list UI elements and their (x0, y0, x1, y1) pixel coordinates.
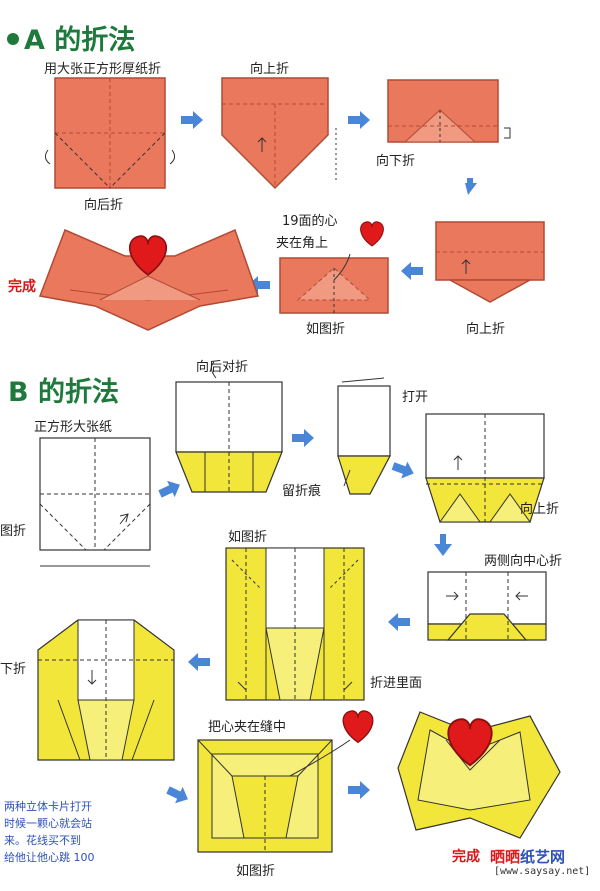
b-step3-crease-label: 留折痕 (282, 484, 322, 499)
b-step5-rect (427, 571, 547, 641)
b-done-label: 完成 (452, 849, 480, 865)
b-step6-top-label: 如图折 (228, 530, 268, 545)
b-step8-card (197, 710, 374, 853)
a-step4-label: 向上折 (466, 322, 506, 337)
watermark-brand: 晒晒纸艺网 (490, 846, 565, 867)
b-step1-label: 正方形大张纸 (34, 420, 113, 435)
section-b-title: B 的折法 (8, 377, 119, 408)
b-arrow-2 (292, 429, 314, 447)
a-step3-label: 向下折 (376, 154, 416, 169)
a-arrow-1 (181, 111, 203, 129)
b-step2-label: 向后对折 (196, 360, 249, 375)
b-arrow-8 (348, 781, 370, 799)
a-step2-pentagon (221, 77, 337, 190)
b-step8-top-label: 把心夹在缝中 (208, 720, 287, 735)
b-note-line: 时候一颗心就会站 (4, 817, 92, 830)
section-a-bullet (7, 33, 19, 45)
watermark-brand-blue: 纸艺网 (520, 848, 566, 866)
b-arrow-4-down (434, 534, 452, 556)
b-step7-folded (37, 619, 175, 761)
a-done-label: 完成 (8, 279, 36, 295)
a-final-card (38, 228, 259, 331)
b-step4-rect (425, 413, 545, 523)
b-arrow-1 (156, 476, 184, 503)
b-step3-label: 打开 (402, 390, 429, 405)
a-step5-with-heart (279, 221, 389, 314)
b-step7-left-label: 下折 (0, 662, 27, 677)
a-heart-small (360, 221, 384, 247)
a-step1-label: 用大张正方形厚纸折 (44, 62, 162, 77)
watermark-url: [www.saysay.net] (494, 866, 591, 877)
a-step1-square (44, 77, 176, 189)
b-arrow-6 (188, 653, 210, 671)
a-step4-rect (435, 221, 545, 303)
b-final-card (397, 711, 561, 839)
a-step5-bottom-label: 如图折 (306, 322, 346, 337)
b-arrow-3 (389, 457, 417, 482)
b-note: 两种立体卡片打开 时候一颗心就会站 来。花线买不到 给他让他心跳 100 (4, 798, 95, 866)
b-step3-half (337, 377, 391, 495)
b-step4-label: 向上折 (520, 502, 560, 517)
b-step8-bottom-label: 如图折 (236, 864, 276, 879)
b-note-line: 给他让他心跳 100 (4, 851, 95, 864)
a-arrow-4 (401, 262, 423, 280)
b-step2-rect (175, 361, 283, 493)
b-step6-folded (225, 547, 365, 701)
b-step1-square (39, 437, 151, 567)
b-heart-small (342, 710, 374, 744)
section-a-title: A 的折法 (24, 25, 136, 56)
a-step5-label-line1: 19面的心 (282, 214, 338, 229)
b-step5-label: 两侧向中心折 (484, 554, 563, 569)
b-step6-right-label: 折进里面 (370, 676, 423, 691)
watermark-brand-red: 晒晒 (490, 848, 521, 866)
a-arrow-2 (348, 111, 370, 129)
b-arrow-7 (164, 781, 192, 808)
b-note-line: 来。花线买不到 (4, 834, 81, 847)
a-step3-folded-top (387, 79, 511, 143)
a-step5-label-line2: 夹在角上 (276, 236, 329, 251)
b-step1-left-label: 图折 (0, 524, 27, 539)
b-note-line: 两种立体卡片打开 (4, 800, 92, 813)
a-step2-label: 向上折 (250, 62, 290, 77)
a-step1-bottom-label: 向后折 (84, 198, 124, 213)
b-arrow-5 (388, 613, 410, 631)
